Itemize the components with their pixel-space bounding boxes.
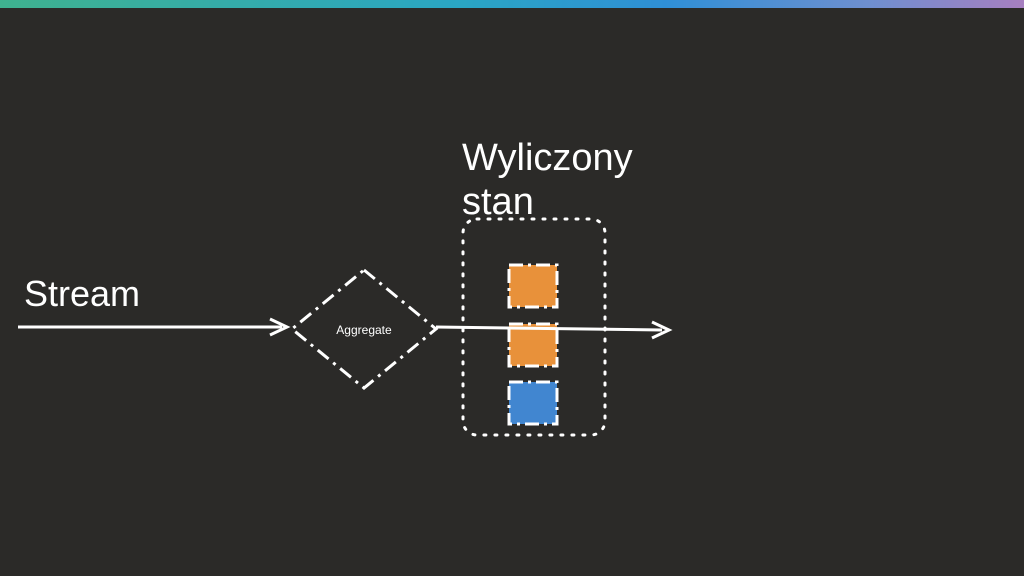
state-item-3 [507,380,559,426]
top-gradient-bar [0,0,1024,8]
aggregate-node [289,268,439,390]
state-label-line-2: stan [462,181,534,223]
state-item-1 [507,263,559,309]
state-label: Wyliczony stan [462,136,633,224]
output-stream-arrow [435,320,673,340]
state-container [461,217,607,437]
input-stream-arrow [18,317,291,337]
state-label-line-1: Wyliczony [462,137,633,179]
aggregate-label: Aggregate [336,323,392,337]
state-item-2 [507,322,559,368]
stream-label: Stream [24,273,141,314]
